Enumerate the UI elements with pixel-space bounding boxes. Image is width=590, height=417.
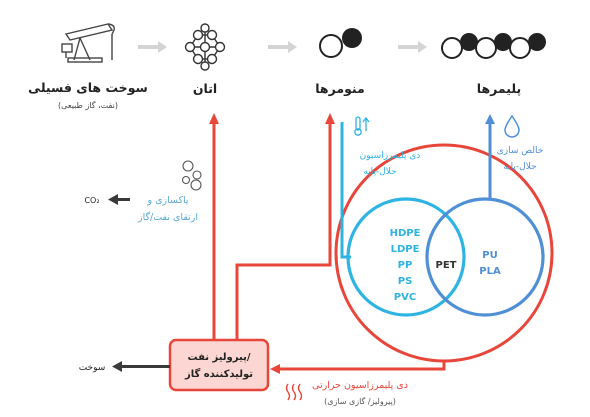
polymer-chain-icon (441, 33, 546, 59)
bubbles-icon (181, 160, 202, 191)
plastic-hdpe: HDPE (390, 228, 421, 239)
plastic-pp: PP (398, 260, 413, 271)
fuel-label: سوخت (79, 363, 106, 373)
thermal-line1: دی پلیمرزاسیون حرارتی (312, 380, 408, 391)
plastic-pet: PET (436, 260, 457, 271)
monomer-icon (319, 28, 362, 58)
solvent-purify-line1: خالص سازی (497, 146, 544, 156)
co2-arrow (108, 194, 130, 205)
pyrolysis-box-line2: تولیدکننده گاز (184, 367, 253, 380)
thermometer-icon (354, 116, 370, 136)
monomers-label: منومرها (315, 81, 365, 96)
ethane-label: اتان (193, 81, 217, 96)
pyrolysis-box (168, 338, 270, 392)
molecule-network-icon (184, 23, 226, 71)
plastic-pvc: PVC (394, 292, 416, 303)
fossil-fuels-subtitle: (نفت، گاز طبیعی) (58, 100, 118, 110)
plastic-pla: PLA (479, 266, 501, 277)
monomers-arrowhead (325, 113, 335, 124)
purification-arrowhead (485, 114, 495, 124)
oil-pump-icon (61, 23, 115, 63)
drop-icon (504, 114, 520, 138)
thermal-arrowhead (270, 364, 280, 374)
upgrading-line1: پاکسازی و (146, 195, 188, 206)
plastic-ps: PS (398, 276, 413, 287)
ethane-arrowhead (209, 113, 219, 124)
plastic-pu: PU (482, 250, 497, 261)
solvent-depoly-line2: حلال-پایه (363, 167, 396, 177)
co2-label: CO₂ (84, 196, 99, 205)
pyrolysis-to-monomers-line (235, 122, 332, 340)
flow-arrow-1 (138, 41, 167, 53)
flow-arrow-2 (268, 41, 297, 53)
heat-waves-icon (285, 383, 303, 401)
solvent-purify-line2: حلال-پایه (503, 162, 536, 172)
venn-right-circle (425, 197, 545, 317)
solvent-depolymerization-line (340, 122, 351, 259)
plastic-ldpe: LDPE (391, 244, 420, 255)
fossil-fuels-label: سوخت های فسیلی (28, 80, 148, 95)
fuel-arrow (112, 361, 170, 372)
solvent-depoly-line1: دی پلیمرزاسیون (360, 151, 421, 161)
thermal-depolymerization-line (278, 361, 446, 371)
thermal-line2: (پیرولیز/ گازی سازی) (324, 396, 396, 406)
flow-arrow-3 (398, 41, 427, 53)
upgrading-line2: ارتقای نفت/گاز (137, 211, 198, 223)
polymers-label: پلیمرها (477, 81, 521, 96)
pyrolysis-box-line1: پیرولیز نفت/ (187, 352, 250, 363)
recycling-outer-circle (334, 143, 554, 363)
